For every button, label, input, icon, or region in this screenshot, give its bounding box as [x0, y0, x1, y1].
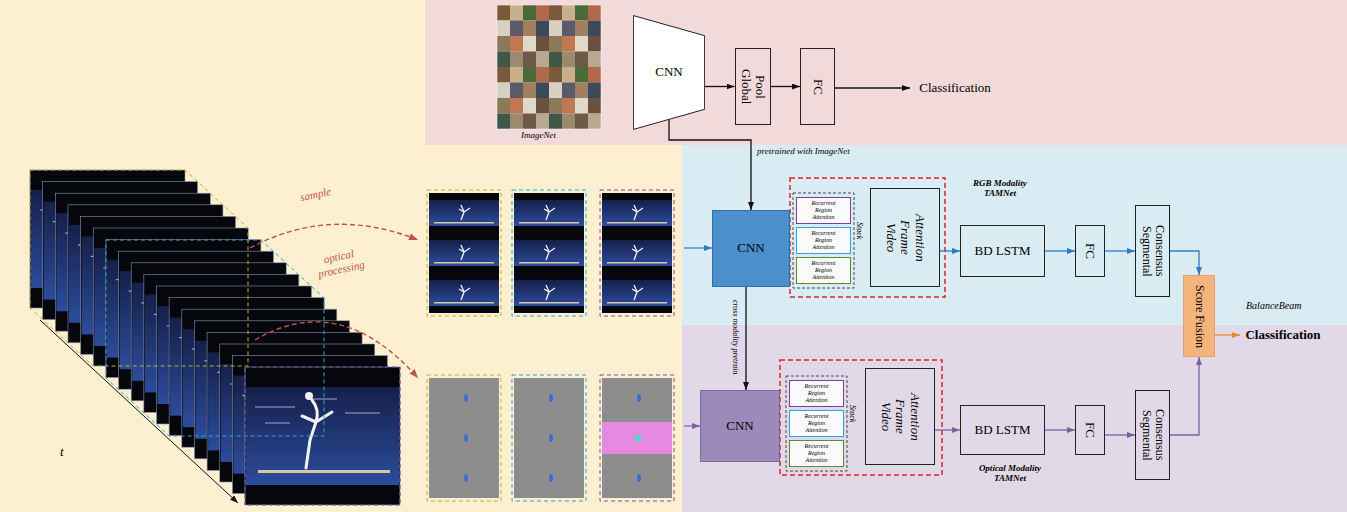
cnn-encoder: CNN: [633, 15, 705, 130]
output-label: Classification: [910, 78, 1000, 99]
lstm-box: BD LSTM: [960, 405, 1045, 455]
node-text: Classification: [919, 81, 991, 96]
consensus-box: Segmental Consensus: [1135, 390, 1170, 480]
arrow-connector: [935, 429, 960, 430]
node-text: Recurrent Region Attention: [800, 443, 834, 464]
branch-title: Optical Modality TAMNet: [968, 463, 1052, 484]
arrow-connector: [1170, 357, 1199, 435]
node-text: BD LSTM: [975, 423, 1031, 438]
node-text: Recurrent Region Attention: [807, 230, 841, 251]
arrow-connector: [705, 86, 735, 87]
node-text: BD LSTM: [975, 244, 1031, 259]
class-result: BalanceBeam: [1246, 300, 1302, 312]
node-text: FC: [1083, 410, 1098, 450]
edge-note: pretrained with ImageNet: [757, 146, 850, 156]
attention-box: Video Frame Attention: [865, 368, 935, 465]
edge-note: cross modality pretrain: [731, 300, 740, 382]
node-text: CNN: [726, 419, 753, 434]
node-text: Video Frame Attention: [878, 389, 923, 445]
node-text: Recurrent Region Attention: [807, 200, 841, 221]
node-text: Video Frame Attention: [883, 210, 928, 266]
arrow-connector: [1045, 429, 1075, 430]
attention-box: Recurrent Region Attention: [796, 197, 851, 224]
arrow-connector: [1105, 250, 1135, 251]
node-text: FC: [810, 57, 825, 117]
node-text: FC: [1083, 231, 1098, 271]
arrow-connector: [1170, 251, 1199, 275]
dataset-caption: ImageNet: [521, 130, 556, 140]
cnn-box: CNN: [700, 390, 780, 462]
arrow-connector: [940, 250, 960, 251]
consensus-box: Segmental Consensus: [1135, 205, 1170, 297]
stack-note: Stack: [855, 222, 864, 239]
branch-title: RGB Modality TAMNet: [964, 178, 1036, 199]
trapezoid-shape: [633, 16, 704, 130]
process-note: sample: [299, 185, 332, 204]
node-text: Segmental Consensus: [1139, 399, 1167, 471]
node-text: Recurrent Region Attention: [807, 260, 841, 281]
attention-box: Recurrent Region Attention: [789, 410, 844, 437]
global-pool-box: Global Pool: [735, 48, 771, 125]
cnn-box: CNN: [712, 210, 790, 287]
node-text: CNN: [737, 241, 764, 256]
arrow-connector: [1215, 334, 1240, 335]
node-text: Recurrent Region Attention: [800, 383, 834, 404]
fusion-box: Score Fusion: [1183, 275, 1215, 357]
arrow-connector: [745, 287, 746, 390]
attention-box: Recurrent Region Attention: [796, 227, 851, 254]
arrow-connector: [1045, 250, 1075, 251]
attention-box: Recurrent Region Attention: [789, 380, 844, 407]
node-text: Score Fusion: [1192, 278, 1206, 354]
fc-box: FC: [1075, 225, 1105, 277]
arrow-connector: [1105, 434, 1135, 435]
arrow-connector: [771, 86, 801, 87]
node-text: Global Pool: [738, 64, 768, 109]
axis-label: t: [60, 445, 64, 460]
stack-note: Stack: [848, 405, 857, 422]
node-text: Recurrent Region Attention: [800, 413, 834, 434]
process-note: optical processing: [303, 243, 377, 282]
attention-box: Video Frame Attention: [870, 188, 940, 287]
lstm-box: BD LSTM: [960, 225, 1045, 277]
attention-box: Recurrent Region Attention: [789, 440, 844, 467]
fc-box: FC: [1075, 405, 1105, 455]
fc-box: FC: [800, 48, 835, 125]
node-text: CNN: [655, 65, 682, 80]
arrow-connector: [669, 119, 751, 211]
attention-box: Recurrent Region Attention: [796, 257, 851, 284]
node-text: Segmental Consensus: [1139, 215, 1167, 287]
arrow-connector: [835, 87, 910, 88]
node-text: Classification: [1245, 328, 1320, 343]
output-label: Classification: [1240, 325, 1326, 346]
